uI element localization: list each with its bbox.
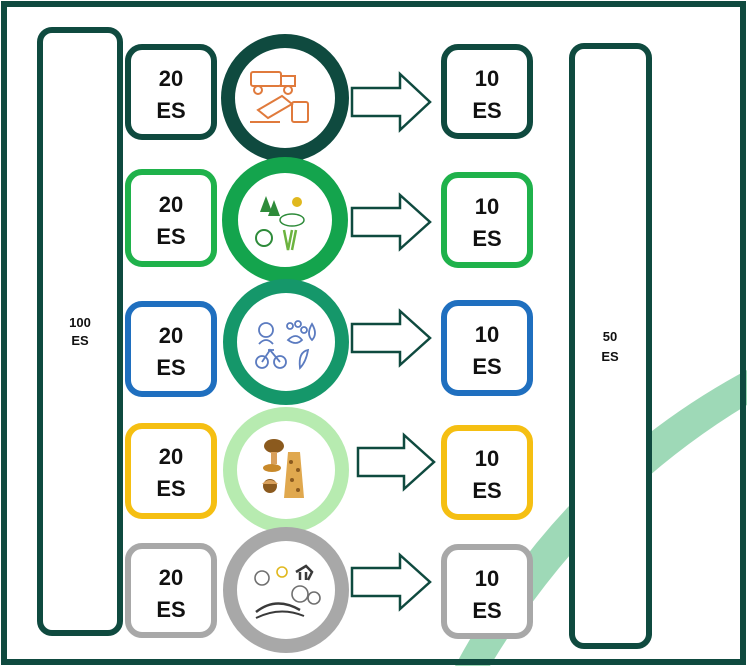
input-value: 20 xyxy=(159,323,183,348)
left-total-value: 100 xyxy=(69,315,91,330)
flow-arrow xyxy=(350,552,432,612)
output-box xyxy=(441,425,533,520)
output-unit: ES xyxy=(472,226,501,251)
input-box xyxy=(125,301,217,397)
output-value: 10 xyxy=(475,566,499,591)
output-value: 10 xyxy=(475,194,499,219)
output-box xyxy=(441,544,533,639)
input-unit: ES xyxy=(156,597,185,622)
output-value: 10 xyxy=(475,66,499,91)
input-box xyxy=(125,169,217,267)
input-value: 20 xyxy=(159,565,183,590)
output-unit: ES xyxy=(472,354,501,379)
service-row-1: 20 ES 10 ES xyxy=(125,34,533,162)
right-total-value: 50 xyxy=(603,329,617,344)
left-total-unit: ES xyxy=(71,333,89,348)
output-box xyxy=(441,172,533,268)
output-unit: ES xyxy=(472,98,501,123)
input-value: 20 xyxy=(159,444,183,469)
landscape-services-icon xyxy=(254,564,321,619)
input-unit: ES xyxy=(156,476,185,501)
output-unit: ES xyxy=(472,478,501,503)
input-box xyxy=(125,423,217,519)
right-total-unit: ES xyxy=(601,349,619,364)
output-unit: ES xyxy=(472,598,501,623)
left-total-bar xyxy=(37,27,123,636)
flow-arrow xyxy=(350,192,432,252)
input-unit: ES xyxy=(156,224,185,249)
input-box xyxy=(125,543,217,638)
right-total-bar xyxy=(569,43,652,649)
service-row-2: 20 ES 10 ES xyxy=(125,157,533,283)
input-unit: ES xyxy=(156,98,185,123)
input-box xyxy=(125,44,217,140)
service-row-3: 20 ES 10 ES xyxy=(125,279,533,405)
provisioning-services-icon xyxy=(250,71,309,123)
service-row-4: 20 ES 10 ES xyxy=(125,407,533,533)
service-ring xyxy=(222,157,348,283)
flow-arrow xyxy=(350,308,432,368)
output-value: 10 xyxy=(475,446,499,471)
output-value: 10 xyxy=(475,322,499,347)
cultural-services-icon xyxy=(255,320,316,370)
food-services-icon xyxy=(262,439,304,498)
input-value: 20 xyxy=(159,192,183,217)
flow-arrow xyxy=(356,432,436,492)
input-value: 20 xyxy=(159,66,183,91)
service-ring xyxy=(223,407,349,533)
service-row-5: 20 ES 10 ES xyxy=(125,527,533,653)
output-box xyxy=(441,300,533,396)
output-box xyxy=(441,44,533,139)
input-unit: ES xyxy=(156,355,185,380)
service-ring xyxy=(223,527,349,653)
flow-arrow xyxy=(350,71,432,133)
regulating-services-icon xyxy=(255,196,305,251)
service-ring xyxy=(223,279,349,405)
